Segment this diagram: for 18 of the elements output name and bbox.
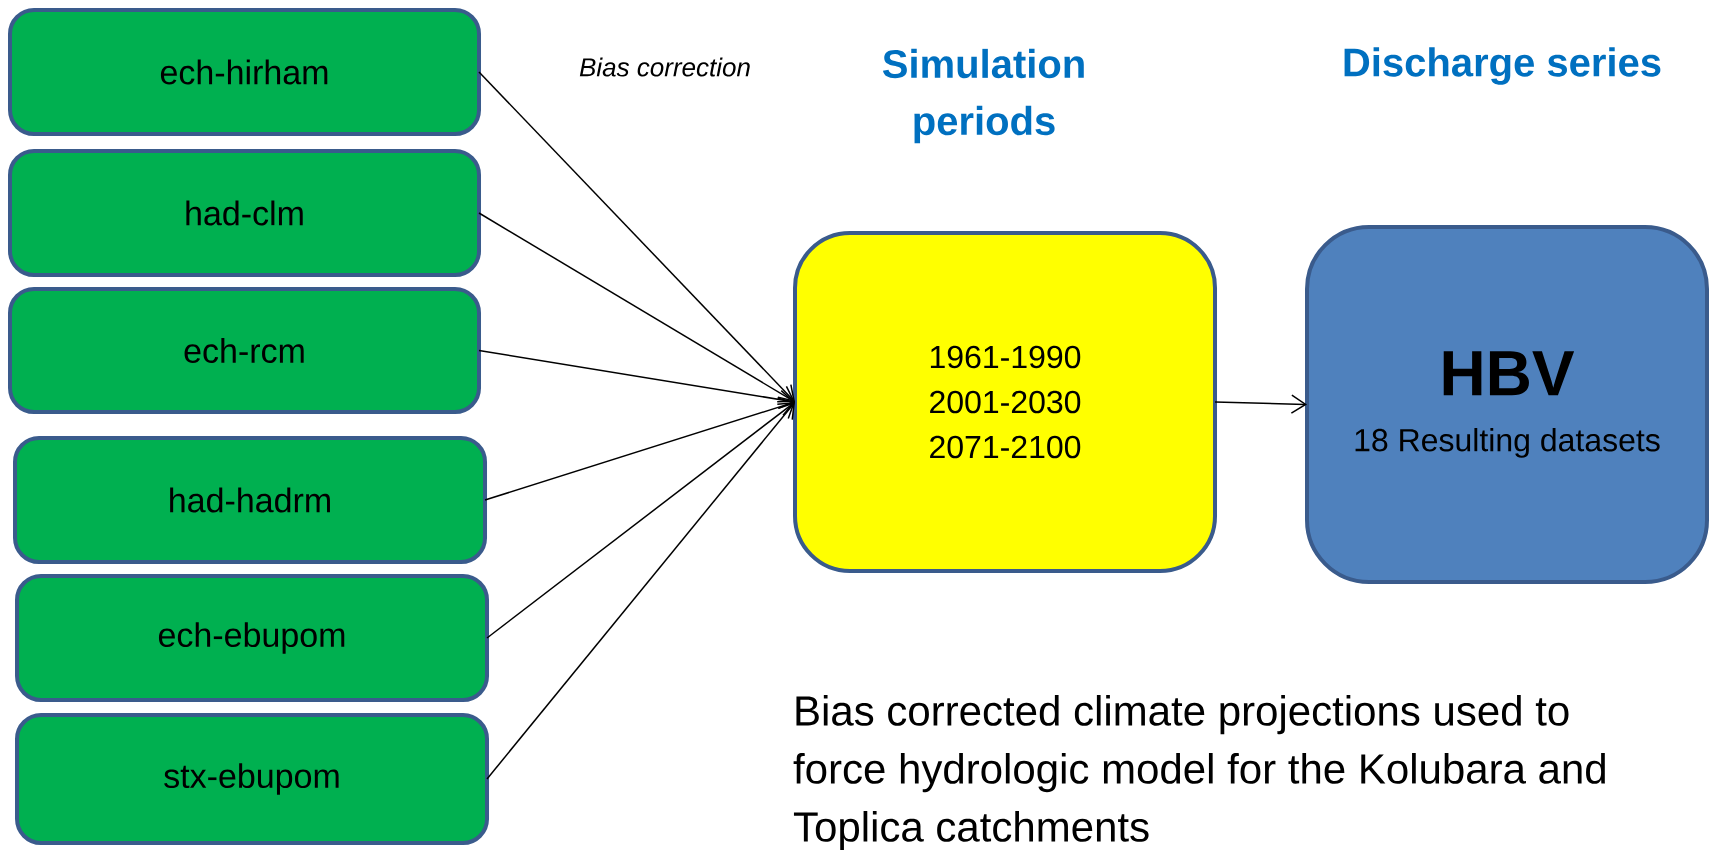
arrow: [1214, 394, 1307, 414]
arrow: [478, 71, 795, 402]
arrow: [486, 402, 795, 639]
model-box: HBV 18 Resulting datasets: [1305, 225, 1709, 584]
annotation-text: Bias correction: [579, 57, 750, 77]
model-box: ech-ebupom: [15, 574, 489, 702]
model-box: ech-hirham: [8, 8, 481, 136]
model-box: had-clm: [8, 149, 481, 277]
arrow: [486, 402, 795, 780]
column-heading: Discharge series: [1344, 47, 1661, 85]
description-text: Bias corrected climate projections used to force hydrologic model for the Kolubara and Toplica catchments: [793, 695, 1605, 850]
arrow: [484, 397, 795, 501]
column-heading: Simulation periods: [882, 48, 1084, 144]
arrow: [478, 212, 795, 403]
period-box: 1961-1990 2001-2030 2071-2100: [793, 231, 1217, 573]
model-box: had-hadrm: [13, 436, 487, 564]
model-box: stx-ebupom: [15, 713, 489, 845]
model-box: ech-rcm: [8, 287, 481, 414]
